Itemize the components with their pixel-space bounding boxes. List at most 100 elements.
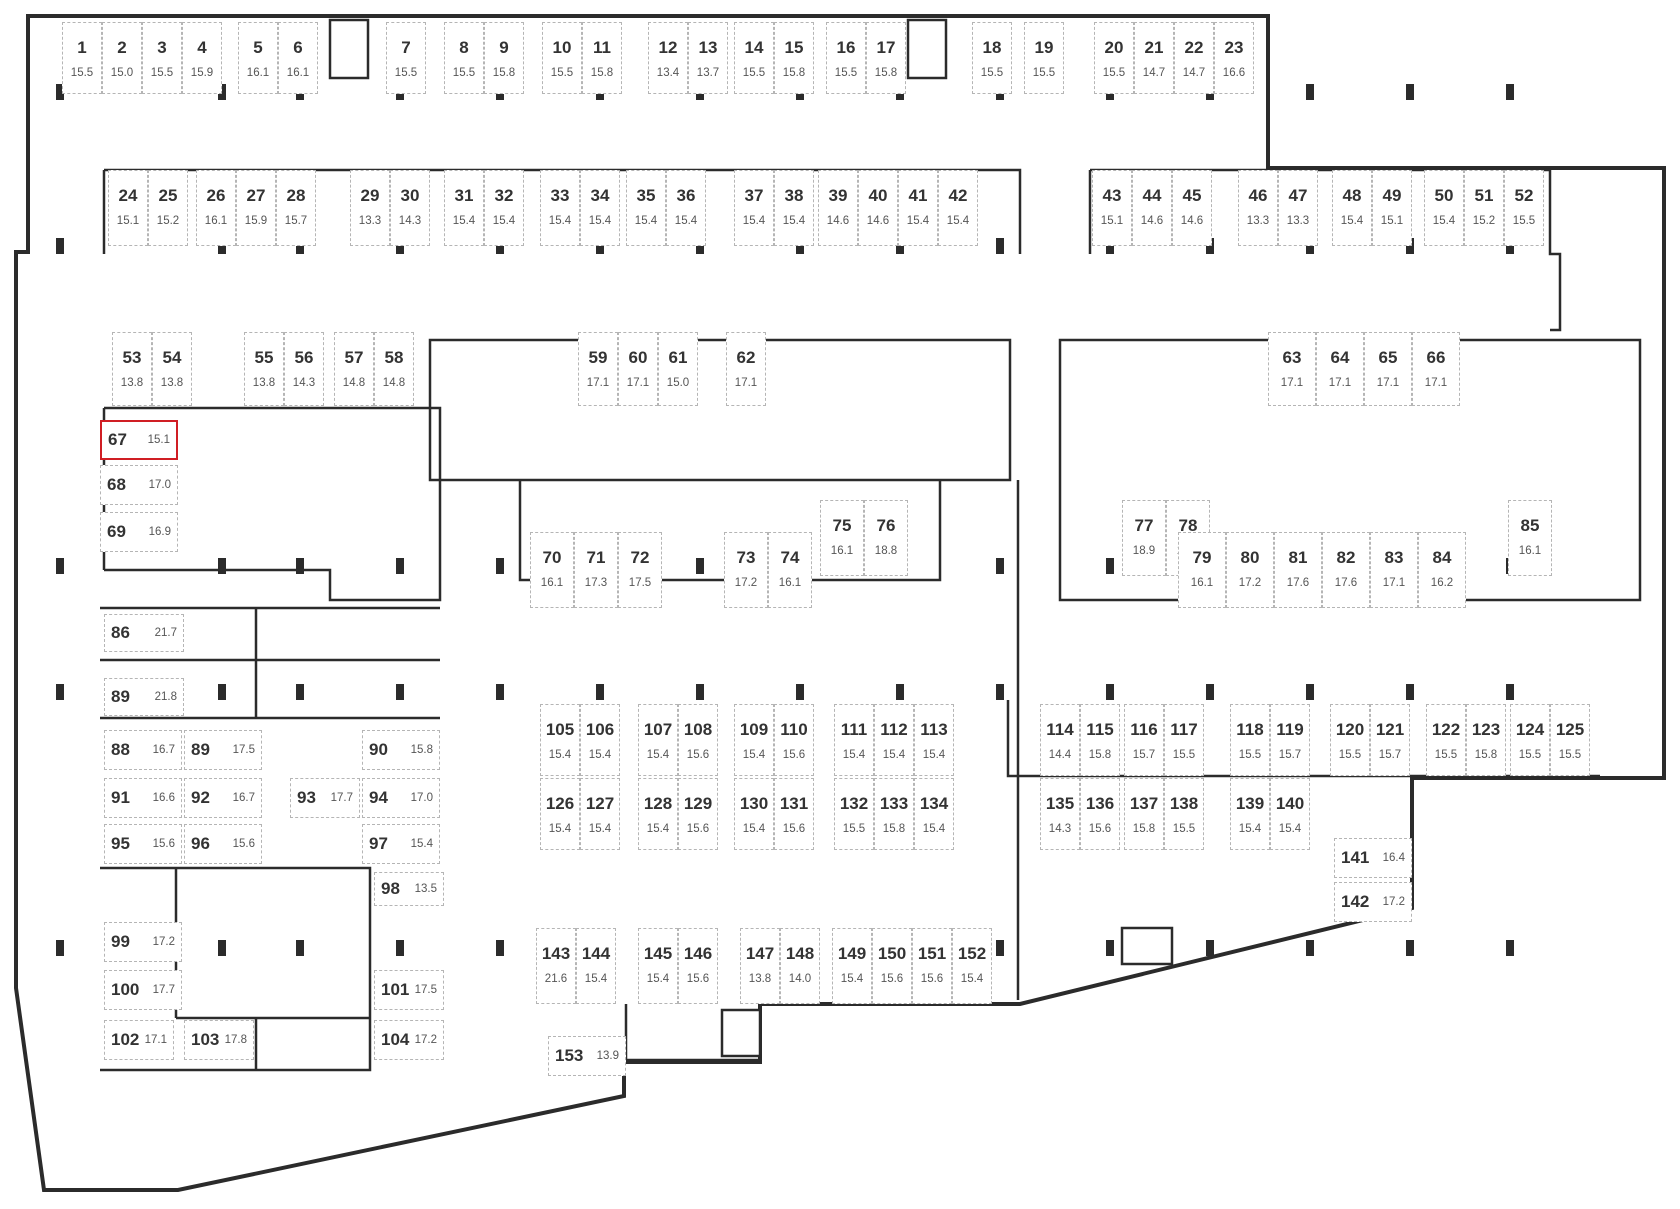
- parking-spot-67[interactable]: 6715.1: [100, 420, 178, 460]
- parking-spot-86[interactable]: 8621.7: [104, 614, 184, 652]
- parking-spot-72[interactable]: 7217.5: [618, 532, 662, 608]
- parking-spot-37[interactable]: 3715.4: [734, 170, 774, 246]
- parking-spot-116[interactable]: 11615.7: [1124, 704, 1164, 776]
- parking-spot-91[interactable]: 9116.6: [104, 778, 182, 818]
- parking-spot-140[interactable]: 14015.4: [1270, 778, 1310, 850]
- parking-spot-40[interactable]: 4014.6: [858, 170, 898, 246]
- parking-spot-108[interactable]: 10815.6: [678, 704, 718, 776]
- parking-spot-93[interactable]: 9317.7: [290, 778, 360, 818]
- parking-spot-29[interactable]: 2913.3: [350, 170, 390, 246]
- parking-spot-28[interactable]: 2815.7: [276, 170, 316, 246]
- parking-spot-24[interactable]: 2415.1: [108, 170, 148, 246]
- parking-spot-130[interactable]: 13015.4: [734, 778, 774, 850]
- parking-spot-2[interactable]: 215.0: [102, 22, 142, 94]
- parking-spot-6[interactable]: 616.1: [278, 22, 318, 94]
- parking-spot-12[interactable]: 1213.4: [648, 22, 688, 94]
- parking-spot-56[interactable]: 5614.3: [284, 332, 324, 406]
- parking-spot-89[interactable]: 8917.5: [184, 730, 262, 770]
- parking-spot-81[interactable]: 8117.6: [1274, 532, 1322, 608]
- parking-spot-104[interactable]: 10417.2: [374, 1020, 444, 1060]
- parking-spot-3[interactable]: 315.5: [142, 22, 182, 94]
- parking-spot-147[interactable]: 14713.8: [740, 928, 780, 1004]
- parking-spot-100[interactable]: 10017.7: [104, 970, 182, 1010]
- parking-spot-63[interactable]: 6317.1: [1268, 332, 1316, 406]
- parking-spot-139[interactable]: 13915.4: [1230, 778, 1270, 850]
- parking-spot-13[interactable]: 1313.7: [688, 22, 728, 94]
- parking-spot-58[interactable]: 5814.8: [374, 332, 414, 406]
- parking-spot-94[interactable]: 9417.0: [362, 778, 440, 818]
- parking-spot-152[interactable]: 15215.4: [952, 928, 992, 1004]
- parking-spot-48[interactable]: 4815.4: [1332, 170, 1372, 246]
- parking-spot-103[interactable]: 10317.8: [184, 1020, 254, 1060]
- parking-spot-82[interactable]: 8217.6: [1322, 532, 1370, 608]
- parking-spot-49[interactable]: 4915.1: [1372, 170, 1412, 246]
- parking-spot-95[interactable]: 9515.6: [104, 824, 182, 864]
- parking-spot-115[interactable]: 11515.8: [1080, 704, 1120, 776]
- parking-spot-33[interactable]: 3315.4: [540, 170, 580, 246]
- parking-spot-136[interactable]: 13615.6: [1080, 778, 1120, 850]
- parking-spot-52[interactable]: 5215.5: [1504, 170, 1544, 246]
- parking-spot-19[interactable]: 1915.5: [1024, 22, 1064, 94]
- parking-spot-102[interactable]: 10217.1: [104, 1020, 174, 1060]
- parking-spot-41[interactable]: 4115.4: [898, 170, 938, 246]
- parking-spot-92[interactable]: 9216.7: [184, 778, 262, 818]
- parking-spot-71[interactable]: 7117.3: [574, 532, 618, 608]
- parking-spot-7[interactable]: 715.5: [386, 22, 426, 94]
- parking-spot-117[interactable]: 11715.5: [1164, 704, 1204, 776]
- parking-spot-10[interactable]: 1015.5: [542, 22, 582, 94]
- parking-spot-101[interactable]: 10117.5: [374, 970, 444, 1010]
- parking-spot-59[interactable]: 5917.1: [578, 332, 618, 406]
- parking-spot-1[interactable]: 115.5: [62, 22, 102, 94]
- parking-spot-18[interactable]: 1815.5: [972, 22, 1012, 94]
- parking-spot-127[interactable]: 12715.4: [580, 778, 620, 850]
- parking-spot-39[interactable]: 3914.6: [818, 170, 858, 246]
- parking-spot-113[interactable]: 11315.4: [914, 704, 954, 776]
- parking-spot-134[interactable]: 13415.4: [914, 778, 954, 850]
- parking-spot-126[interactable]: 12615.4: [540, 778, 580, 850]
- parking-spot-47[interactable]: 4713.3: [1278, 170, 1318, 246]
- parking-spot-23[interactable]: 2316.6: [1214, 22, 1254, 94]
- parking-spot-128[interactable]: 12815.4: [638, 778, 678, 850]
- parking-spot-98[interactable]: 9813.5: [374, 872, 444, 906]
- parking-spot-64[interactable]: 6417.1: [1316, 332, 1364, 406]
- parking-spot-112[interactable]: 11215.4: [874, 704, 914, 776]
- parking-spot-73[interactable]: 7317.2: [724, 532, 768, 608]
- parking-spot-97[interactable]: 9715.4: [362, 824, 440, 864]
- parking-spot-110[interactable]: 11015.6: [774, 704, 814, 776]
- parking-spot-50[interactable]: 5015.4: [1424, 170, 1464, 246]
- parking-spot-132[interactable]: 13215.5: [834, 778, 874, 850]
- parking-spot-107[interactable]: 10715.4: [638, 704, 678, 776]
- parking-spot-20[interactable]: 2015.5: [1094, 22, 1134, 94]
- parking-spot-89b[interactable]: 8921.8: [104, 678, 184, 716]
- parking-spot-51[interactable]: 5115.2: [1464, 170, 1504, 246]
- parking-spot-146[interactable]: 14615.6: [678, 928, 718, 1004]
- parking-spot-68[interactable]: 6817.0: [100, 465, 178, 505]
- parking-spot-142[interactable]: 14217.2: [1334, 882, 1412, 922]
- parking-spot-119[interactable]: 11915.7: [1270, 704, 1310, 776]
- parking-spot-77[interactable]: 7718.9: [1122, 500, 1166, 576]
- parking-spot-17[interactable]: 1715.8: [866, 22, 906, 94]
- parking-spot-69[interactable]: 6916.9: [100, 512, 178, 552]
- parking-spot-149[interactable]: 14915.4: [832, 928, 872, 1004]
- parking-spot-151[interactable]: 15115.6: [912, 928, 952, 1004]
- parking-spot-123[interactable]: 12315.8: [1466, 704, 1506, 776]
- parking-spot-70[interactable]: 7016.1: [530, 532, 574, 608]
- parking-spot-106[interactable]: 10615.4: [580, 704, 620, 776]
- parking-spot-46[interactable]: 4613.3: [1238, 170, 1278, 246]
- parking-spot-150[interactable]: 15015.6: [872, 928, 912, 1004]
- parking-spot-111[interactable]: 11115.4: [834, 704, 874, 776]
- parking-spot-153[interactable]: 15313.9: [548, 1036, 626, 1076]
- parking-spot-124[interactable]: 12415.5: [1510, 704, 1550, 776]
- parking-spot-114[interactable]: 11414.4: [1040, 704, 1080, 776]
- parking-spot-55[interactable]: 5513.8: [244, 332, 284, 406]
- parking-spot-143[interactable]: 14321.6: [536, 928, 576, 1004]
- parking-spot-135[interactable]: 13514.3: [1040, 778, 1080, 850]
- parking-spot-21[interactable]: 2114.7: [1134, 22, 1174, 94]
- parking-spot-145[interactable]: 14515.4: [638, 928, 678, 1004]
- parking-spot-75[interactable]: 7516.1: [820, 500, 864, 576]
- parking-spot-16[interactable]: 1615.5: [826, 22, 866, 94]
- parking-spot-85[interactable]: 8516.1: [1508, 500, 1552, 576]
- parking-spot-118[interactable]: 11815.5: [1230, 704, 1270, 776]
- parking-spot-34[interactable]: 3415.4: [580, 170, 620, 246]
- parking-spot-96[interactable]: 9615.6: [184, 824, 262, 864]
